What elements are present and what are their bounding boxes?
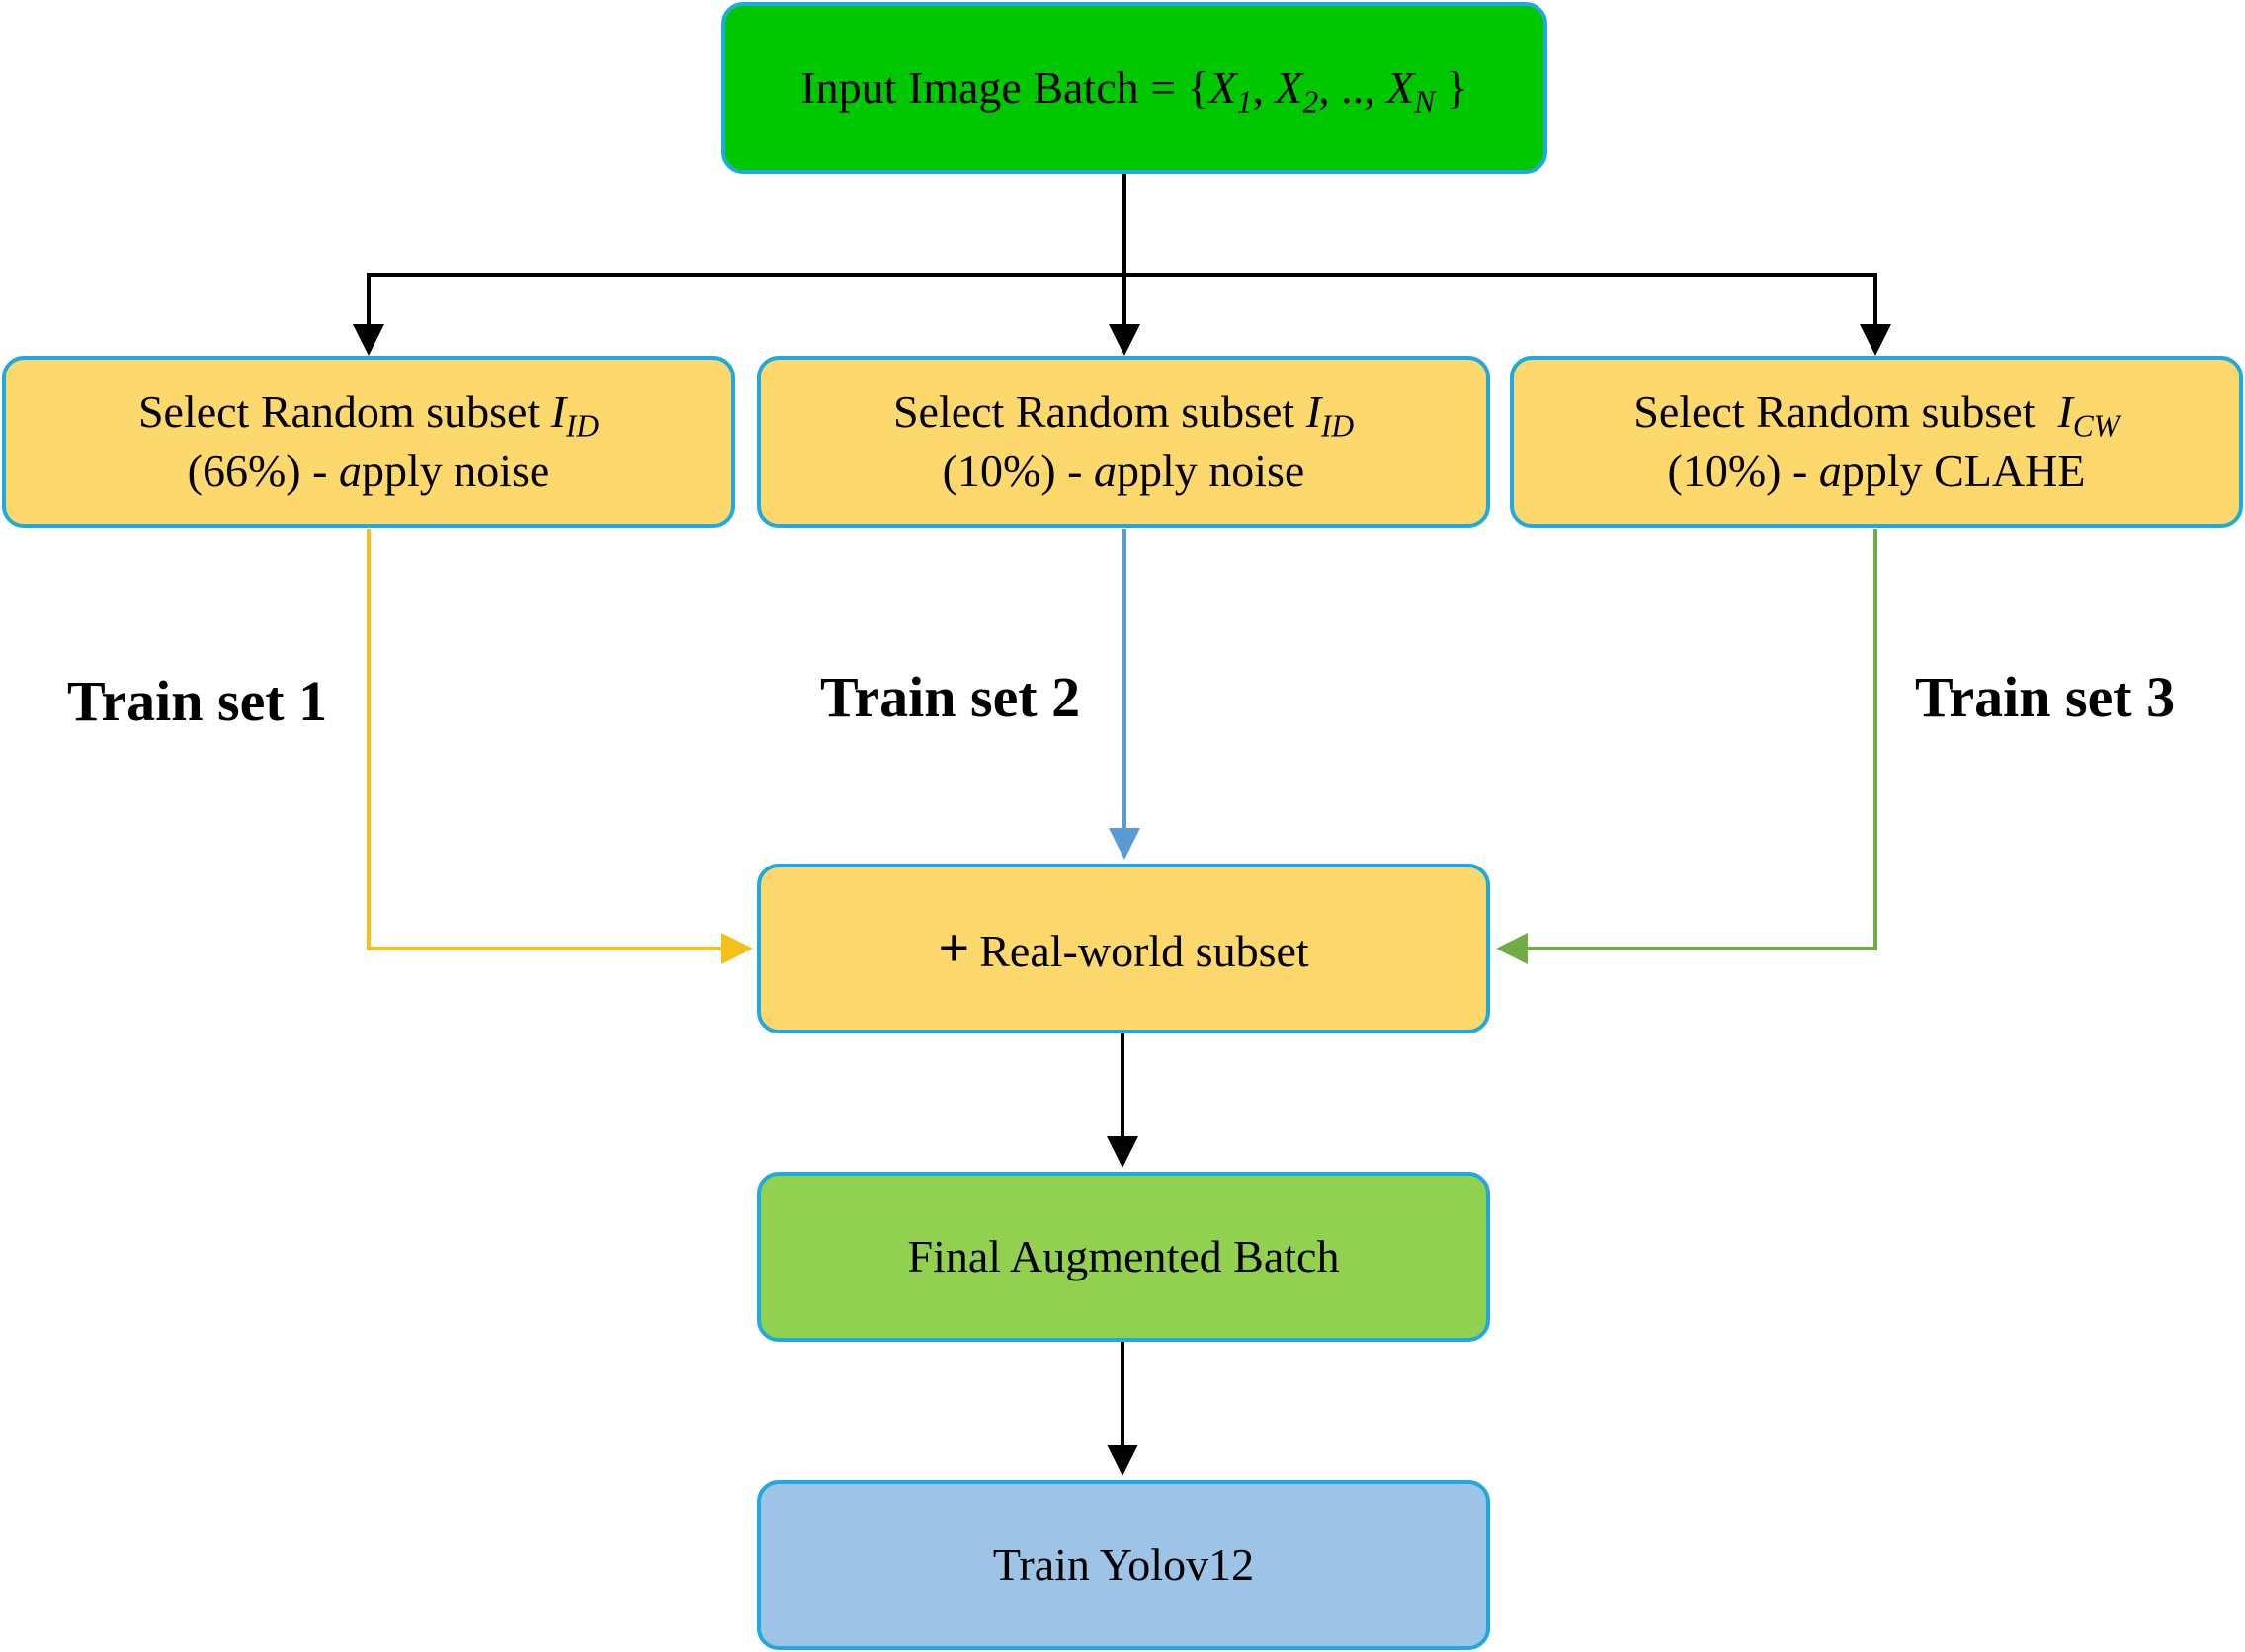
final-augmented-batch-box: Final Augmented Batch xyxy=(757,1172,1490,1342)
subset-box-1: Select Random subset IID (66%) - apply n… xyxy=(2,356,735,528)
train-set-3-label: Train set 3 xyxy=(1915,665,2176,729)
final-augmented-batch-label: Final Augmented Batch xyxy=(907,1231,1340,1282)
train-yolo-box: Train Yolov12 xyxy=(757,1480,1490,1650)
subset-2-line-2: (10%) - apply noise xyxy=(942,446,1305,496)
subset-3-line-2: (10%) - apply CLAHE xyxy=(1667,446,2086,496)
input-batch-label: Input Image Batch = {X1, X2, .., XN } xyxy=(800,62,1468,120)
subset-1-line-1: Select Random subset IID xyxy=(137,386,600,444)
subset-box-2: Select Random subset IID (10%) - apply n… xyxy=(757,356,1490,528)
subset-box-3: Select Random subset ICW (10%) - apply C… xyxy=(1510,356,2243,528)
real-world-subset-label: +Real-world subset xyxy=(938,917,1309,979)
plus-icon: + xyxy=(938,917,970,979)
subset-1-line-2: (66%) - apply noise xyxy=(187,446,550,496)
train-set-1-label: Train set 1 xyxy=(67,669,328,733)
train-set-2-label: Train set 2 xyxy=(820,665,1081,729)
subset-2-line-1: Select Random subset IID xyxy=(892,386,1355,444)
train-yolo-label: Train Yolov12 xyxy=(992,1539,1255,1591)
subset-3-line-1: Select Random subset ICW xyxy=(1633,386,2120,444)
real-world-subset-box: +Real-world subset xyxy=(757,864,1490,1033)
train-set-3-arrow xyxy=(1496,529,1877,964)
input-batch-box: Input Image Batch = {X1, X2, .., XN } xyxy=(721,2,1547,174)
train-set-1-arrow xyxy=(367,529,753,964)
